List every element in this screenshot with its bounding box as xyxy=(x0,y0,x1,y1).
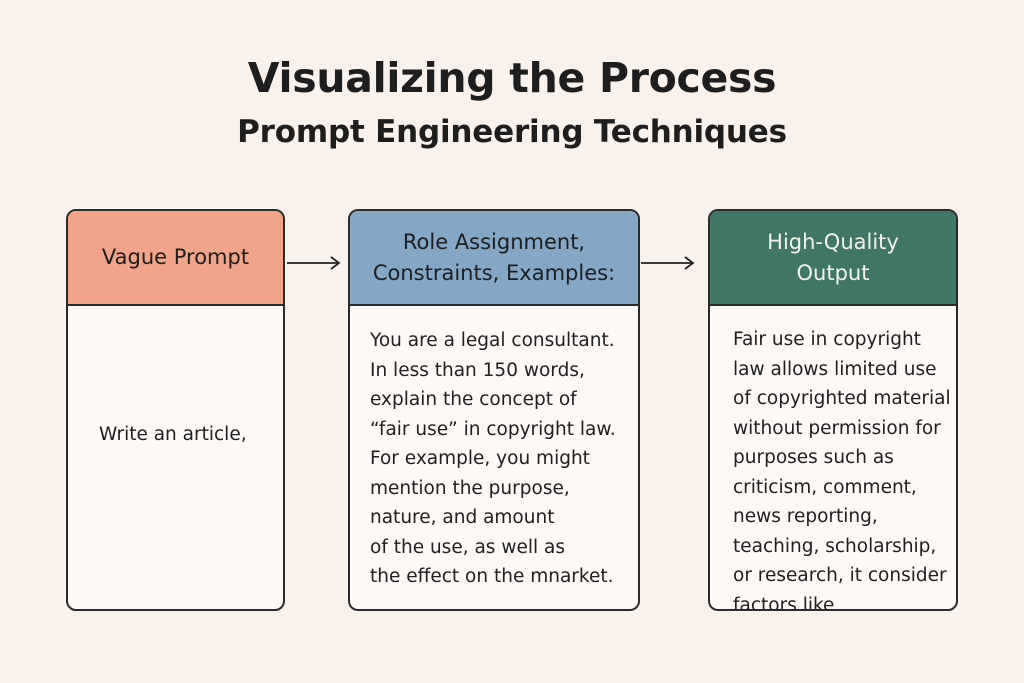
vague-prompt-text-line: Write an article, xyxy=(99,423,247,445)
high-quality-output-text-line: Fair use in copyright xyxy=(733,329,921,350)
high-quality-output-text-line: purposes such as xyxy=(733,447,894,468)
high-quality-output-text-line: or research, it consider xyxy=(733,565,947,586)
high-quality-output-text-line: of copyrighted material xyxy=(733,388,951,409)
high-quality-output-text-line: teaching, scholarship, xyxy=(733,535,937,557)
high-quality-output-text-line: criticism, comment, xyxy=(733,476,917,498)
arrow-right-icon xyxy=(641,256,695,270)
high-quality-output-text-line: news reporting, xyxy=(733,506,878,527)
role-constraints-text-line: explain the concept of xyxy=(370,389,577,410)
role-constraints-text-line: In less than 150 words, xyxy=(370,359,585,381)
high-quality-output-card: High-Quality Output Fair use in copyrigh… xyxy=(708,209,958,611)
diagram-subtitle: Prompt Engineering Techniques xyxy=(237,114,787,150)
vague-prompt-header-line: Vague Prompt xyxy=(101,245,250,269)
role-constraints-text-line: of the use, as well as xyxy=(370,536,565,558)
high-quality-output-header-line: High-Quality xyxy=(767,229,899,254)
role-constraints-text-line: For example, you might xyxy=(370,448,590,469)
role-constraints-text-line: “fair use” in copyright law. xyxy=(370,418,616,440)
role-constraints-header-line: Role Assignment, xyxy=(402,229,586,254)
vague-prompt-card: Vague Prompt Write an article, xyxy=(66,209,285,611)
vague-prompt-body: Write an article, xyxy=(68,308,283,609)
role-constraints-text-line: the effect on the mnarket. xyxy=(370,566,614,587)
role-constraints-card: Role Assignment, Constraints, Examples: … xyxy=(348,209,640,611)
high-quality-output-header-line: Output xyxy=(796,260,870,285)
high-quality-output-text-line: factors like xyxy=(733,594,835,611)
role-constraints-header-line: Constraints, Examples: xyxy=(372,260,616,285)
role-constraints-body: You are a legal consultant. In less than… xyxy=(350,308,638,609)
vague-prompt-header: Vague Prompt xyxy=(68,211,283,306)
high-quality-output-text-line: law allows limited use xyxy=(733,358,937,380)
role-constraints-text-line: nature, and amount xyxy=(370,507,555,528)
high-quality-output-header: High-Quality Output xyxy=(710,211,956,306)
arrow-right-icon xyxy=(287,256,341,270)
role-constraints-text-line: mention the purpose, xyxy=(370,477,570,499)
diagram-title: Visualizing the Process xyxy=(247,54,777,102)
role-constraints-text-line: You are a legal consultant. xyxy=(370,330,615,351)
role-constraints-header: Role Assignment, Constraints, Examples: xyxy=(350,211,638,306)
high-quality-output-body: Fair use in copyright law allows limited… xyxy=(710,308,956,609)
high-quality-output-text-line: without permission for xyxy=(733,417,941,439)
